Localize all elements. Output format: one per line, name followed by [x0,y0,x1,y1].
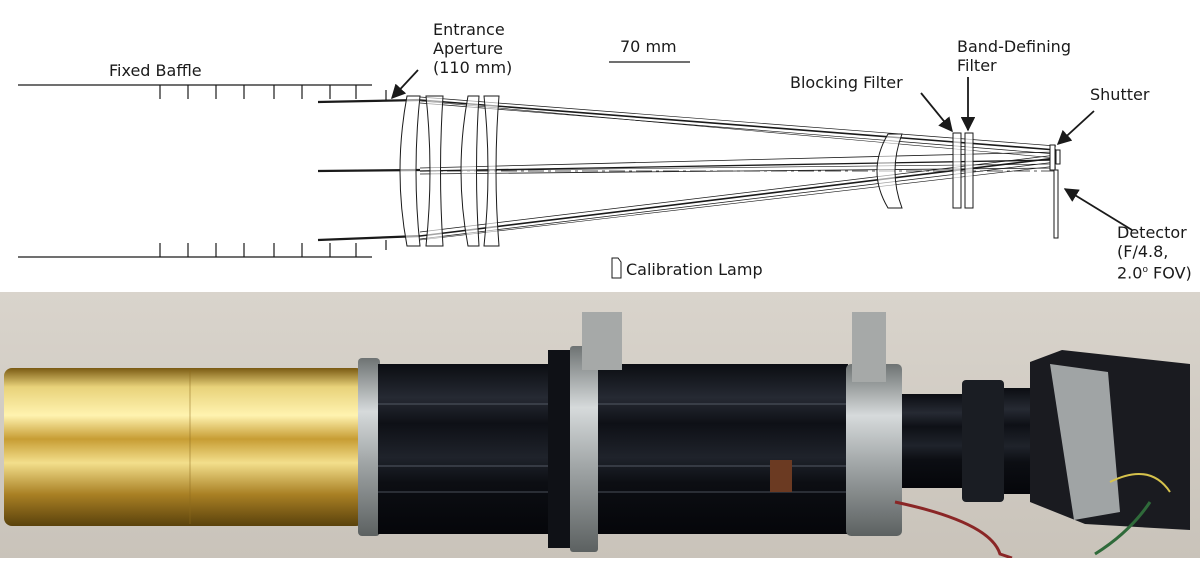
entrance-aperture-label-line-2: Aperture [433,39,504,58]
shutter-label: Shutter [1090,85,1150,104]
rear-ring [846,364,902,536]
tube-label-tag [770,460,792,492]
main-tube [378,364,848,534]
shutter [1049,144,1056,171]
instrument-photo-drawing [0,292,1200,560]
band-defining-filter [964,132,974,209]
optical-layout-drawing [18,61,1133,279]
calibration-lamp-icon [611,257,622,279]
camera-plate [1050,364,1120,520]
mounting-band [570,346,598,552]
band-defining-filter-label-line-1: Band-Defining [957,37,1071,56]
blocking-filter-label: Blocking Filter [790,73,903,92]
ray-bundles [317,96,1057,242]
focus-ring [962,380,1004,502]
detector [1055,149,1061,165]
mounting-bracket-left [582,312,622,370]
detector-mount [1053,169,1059,239]
band-defining-filter-label-line-2: Filter [957,56,997,75]
gold-sunshade [4,368,364,526]
detector-fov-suffix: FOV) [1147,263,1192,283]
instrument-photo [0,292,1200,560]
fixed-baffle-label: Fixed Baffle [109,61,202,80]
filters [952,132,974,209]
cable-red [894,500,1013,560]
mounting-bracket-right [852,312,886,382]
cable-green [1094,501,1152,556]
entrance-aperture-arrow [391,69,419,100]
scale-bar-label: 70 mm [620,37,677,56]
fixed-baffle [18,84,372,258]
leader-arrows [391,69,1133,231]
band-defining-filter-label: Band-Defining Filter [957,37,1071,75]
detector-label-line-3: 2.0o FOV) [1117,261,1192,282]
shutter-arrow [1056,110,1095,145]
shutter-detector [1049,144,1061,239]
calibration-lamp-label: Calibration Lamp [626,260,763,279]
entrance-aperture-label: Entrance Aperture (110 mm) [433,20,512,77]
entrance-aperture-label-line-3: (110 mm) [433,58,513,77]
detector-label-line-1: Detector [1117,223,1187,242]
detector-label: Detector (F/4.8, 2.0o FOV) [1117,223,1192,282]
front-ring [358,358,380,536]
detector-label-line-2: (F/4.8, [1117,242,1169,261]
entrance-aperture-label-line-1: Entrance [433,20,505,39]
degree-symbol: o [1142,265,1148,275]
mid-collar [548,350,570,548]
optical-layout-diagram: Fixed Baffle Entrance Aperture (110 mm) … [18,20,1192,283]
lens-group [399,95,903,247]
blocking-filter-arrow [920,92,953,133]
blocking-filter [952,132,962,209]
cable-yellow [1109,473,1171,493]
detector-fov-value: 2.0 [1117,263,1143,283]
detector-arrow [1063,188,1133,231]
rear-barrel [902,394,968,488]
